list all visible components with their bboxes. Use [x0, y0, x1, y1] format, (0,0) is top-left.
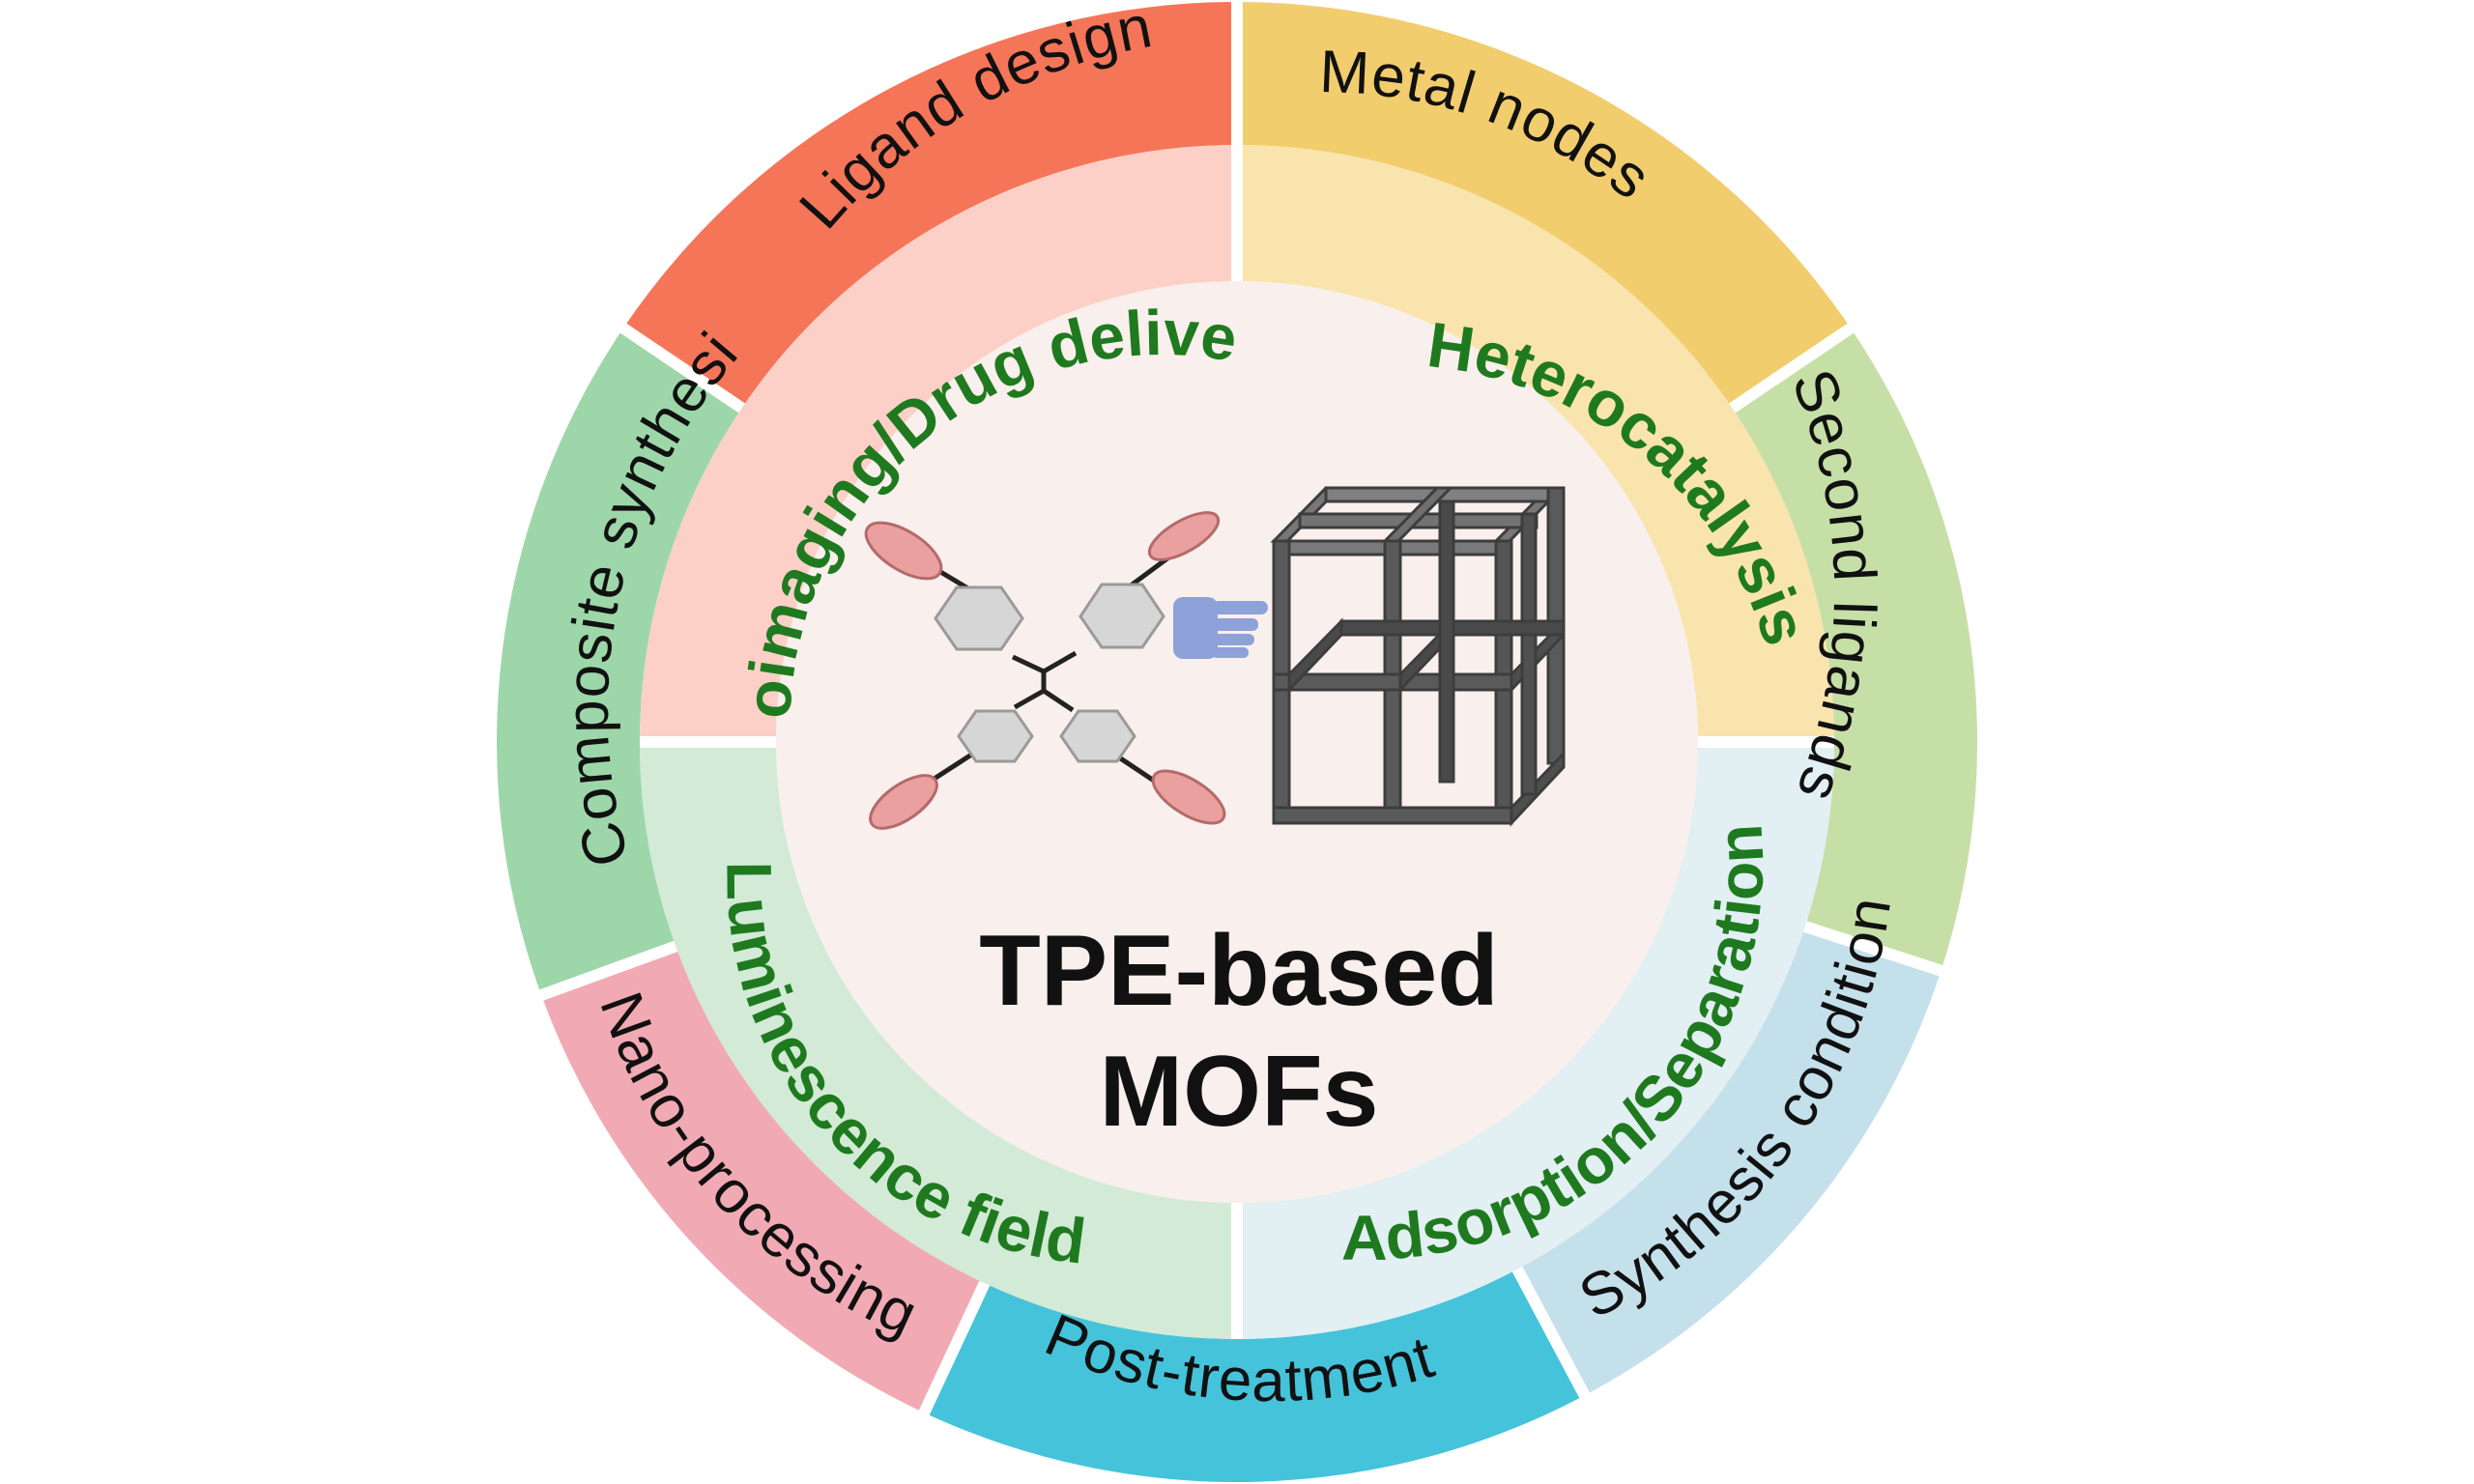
outer-sector-nano-processing — [541, 946, 985, 1413]
outer-sector-metal-nodes — [1237, 2, 1852, 409]
outer-separator — [617, 321, 746, 414]
mof-cube-icon — [1270, 486, 1566, 827]
center-title-line2: MOFs — [1100, 1036, 1379, 1148]
outer-sector-synthesis-condition — [1517, 926, 1942, 1396]
tpe-molecule-icon — [864, 511, 1226, 830]
outer-separator — [1728, 321, 1857, 414]
outer-sector-post-treatment — [924, 1269, 1585, 1482]
center-disc — [776, 281, 1698, 1203]
center-title-line1: TPE-based — [979, 915, 1498, 1027]
outer-separator — [1511, 1266, 1592, 1402]
inner-sector-luminescence — [640, 742, 1237, 1339]
inner-ring — [640, 145, 1834, 1339]
outer-separator — [1802, 921, 1947, 978]
outer-separator — [535, 940, 678, 1002]
pointing-hand-icon — [1173, 597, 1268, 659]
outer-separator — [917, 1280, 991, 1419]
ring-separators — [535, 0, 1947, 1419]
inner-sector-heterocatalysis — [1237, 145, 1834, 742]
outer-sector-ligand-design — [622, 2, 1237, 409]
inner-sector-bioimaging — [640, 145, 1237, 742]
outer-sector-composite-synthesis — [496, 328, 742, 995]
outer-ring — [496, 2, 1977, 1482]
inner-sector-adsorption — [1237, 742, 1834, 1339]
outer-sector-second-ligands — [1732, 328, 1977, 971]
